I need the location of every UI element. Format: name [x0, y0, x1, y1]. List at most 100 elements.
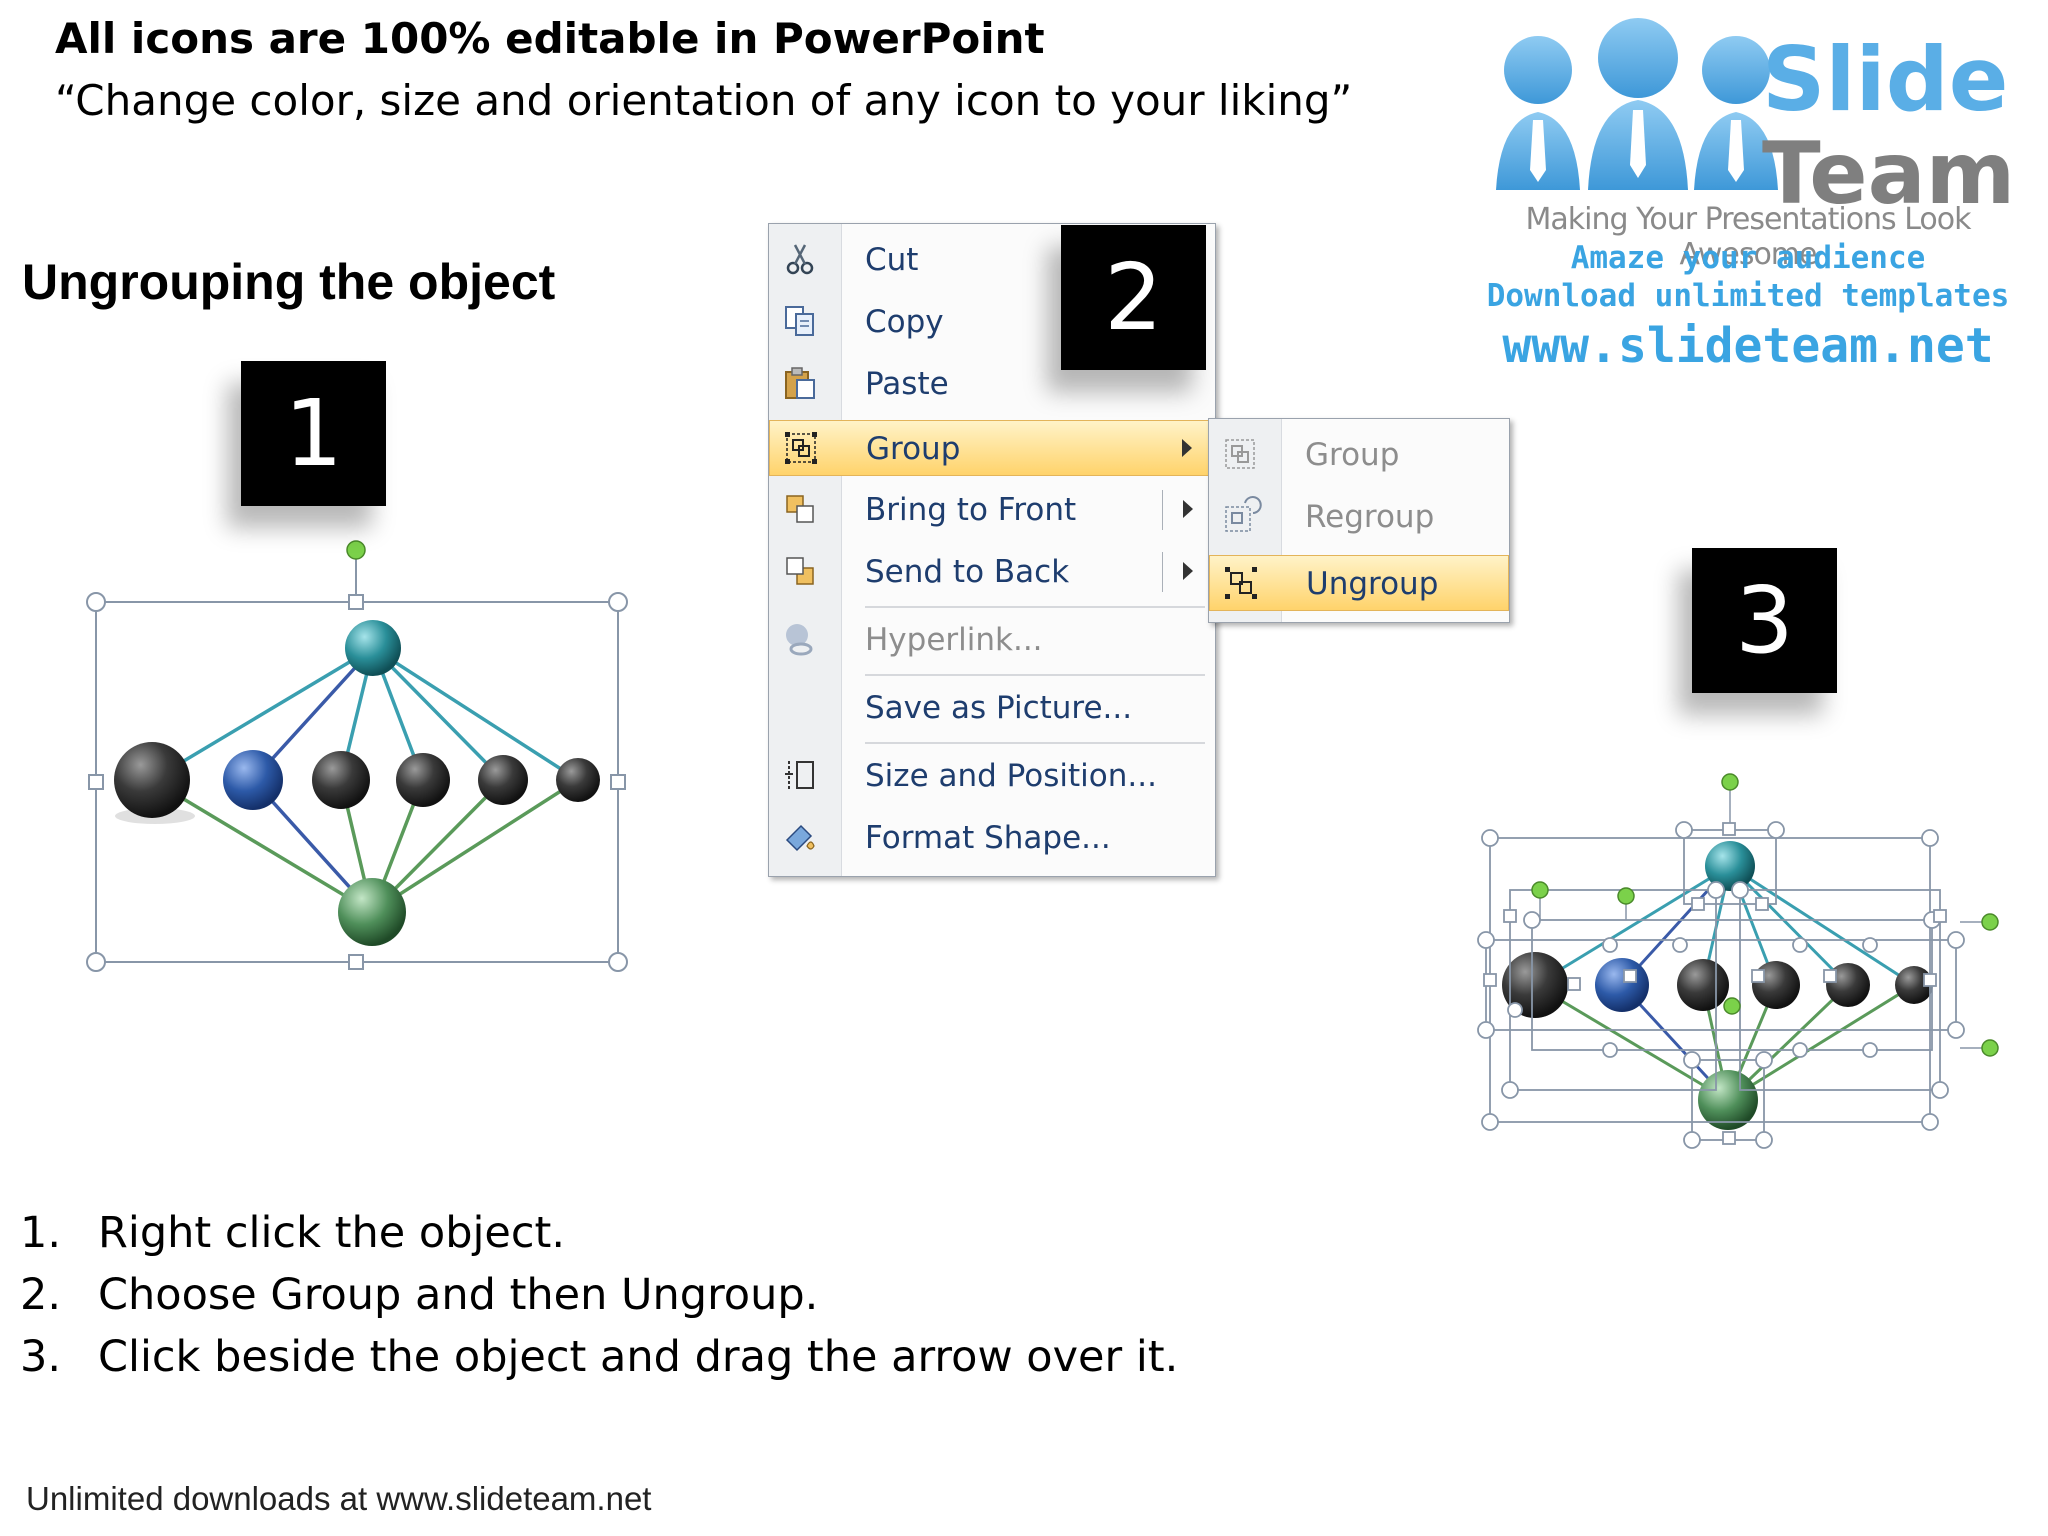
resize-handle[interactable]: [608, 952, 628, 972]
instruction-text: Click beside the object and drag the arr…: [98, 1332, 1179, 1382]
node-green-bottom: [1698, 1070, 1758, 1130]
instruction-number: 1.: [20, 1208, 62, 1258]
resize-handle[interactable]: [86, 592, 106, 612]
send-to-back-icon: [786, 557, 814, 585]
menu-separator: [865, 606, 1205, 608]
format-shape-icon: [785, 824, 815, 852]
menu-item-label: Cut: [865, 242, 919, 278]
menu-item-label: Paste: [865, 366, 949, 402]
menu-split-divider: [1162, 552, 1163, 592]
copy-icon: [785, 306, 814, 336]
instruction-text: Choose Group and then Ungroup.: [98, 1270, 819, 1320]
instruction-number: 2.: [20, 1270, 62, 1320]
menu-item-save-as-picture[interactable]: Save as Picture...: [769, 680, 1215, 736]
header-subtitle: “Change color, size and orientation of a…: [55, 76, 1353, 125]
node-dark: [478, 755, 528, 805]
resize-handle[interactable]: [88, 774, 104, 790]
connector-line: [1728, 864, 1850, 987]
menu-item-label: Size and Position...: [865, 758, 1157, 794]
section-title: Ungrouping the object: [22, 254, 556, 310]
group-icon: [785, 432, 817, 464]
scissors-icon: [786, 244, 814, 275]
header-title: All icons are 100% editable in PowerPoin…: [55, 14, 1045, 63]
menu-split-divider: [1162, 490, 1163, 530]
menu-item-hyperlink[interactable]: Hyperlink...: [769, 612, 1215, 668]
submenu-item-regroup[interactable]: Regroup: [1209, 489, 1509, 545]
menu-item-group[interactable]: Group: [769, 420, 1215, 476]
submenu-item-group[interactable]: Group: [1209, 427, 1509, 483]
logo-promo-line-1: Amaze your audience: [1570, 240, 1926, 276]
menu-item-label: Ungroup: [1306, 566, 1439, 602]
resize-handle[interactable]: [86, 952, 106, 972]
connector-line: [371, 646, 505, 782]
menu-item-label: Group: [866, 431, 961, 467]
resize-handle[interactable]: [348, 594, 364, 610]
connector-line: [372, 646, 579, 782]
node-teal-top: [345, 620, 401, 676]
logo-word-slide: Slide: [1762, 28, 2009, 131]
node-blue: [223, 750, 283, 810]
menu-item-copy[interactable]: Copy: [769, 294, 1215, 350]
resize-handles[interactable]: [1477, 821, 1965, 1149]
node-green-bottom: [338, 878, 406, 946]
menu-item-label: Format Shape...: [865, 820, 1111, 856]
grouped-object-diagram[interactable]: [80, 540, 640, 972]
menu-item-label: Group: [1305, 437, 1400, 473]
menu-item-label: Copy: [865, 304, 944, 340]
submenu-arrow-icon[interactable]: [1183, 500, 1193, 518]
rotation-handles[interactable]: [1531, 773, 1999, 1057]
menu-separator: [865, 742, 1205, 744]
bring-to-front-icon: [786, 495, 814, 523]
group-submenu[interactable]: Group Regroup Ungroup: [1208, 418, 1510, 623]
connector-line: [1729, 864, 1915, 987]
logo-tagline: Making Your Presentations Look Awesome: [1525, 202, 1972, 272]
node-dark: [1826, 963, 1870, 1007]
menu-item-send-to-back[interactable]: Send to Back: [769, 544, 1215, 600]
connector-line: [371, 778, 579, 914]
resize-handle[interactable]: [610, 774, 626, 790]
menu-separator: [865, 674, 1205, 676]
regroup-icon: [1225, 496, 1262, 532]
footer-text: Unlimited downloads at www.slideteam.net: [26, 1480, 652, 1517]
connector-line: [1534, 864, 1731, 987]
group-icon: [1225, 439, 1255, 469]
connector-line: [151, 646, 374, 782]
submenu-arrow-icon: [1182, 439, 1192, 457]
size-position-icon: [785, 761, 814, 789]
menu-item-bring-to-front[interactable]: Bring to Front: [769, 482, 1215, 538]
menu-item-label: Send to Back: [865, 554, 1070, 590]
menu-item-paste[interactable]: Paste: [769, 356, 1215, 412]
node-dark-large: [114, 742, 190, 818]
logo-promo-line-2: Download unlimited templates: [1486, 278, 2010, 314]
instruction-number: 3.: [20, 1332, 62, 1382]
submenu-arrow-icon[interactable]: [1183, 562, 1193, 580]
resize-handle[interactable]: [608, 592, 628, 612]
menu-item-cut[interactable]: Cut: [769, 232, 1215, 288]
node-dark-small: [556, 758, 600, 802]
menu-item-label: Save as Picture...: [865, 690, 1133, 726]
logo-word-team: Team: [1762, 124, 2016, 224]
connector-line: [1534, 983, 1729, 1102]
ungrouped-object-diagram[interactable]: [1470, 770, 2010, 1170]
people-logo-icon: [1496, 18, 1778, 190]
step-badge-2: 2: [1061, 225, 1206, 370]
connector-line: [151, 778, 373, 914]
step-badge-3: 3: [1692, 548, 1837, 693]
selection-frame[interactable]: [86, 540, 628, 972]
connector-line: [1727, 983, 1915, 1102]
ungroup-icon: [1225, 567, 1257, 599]
submenu-item-ungroup[interactable]: Ungroup: [1209, 555, 1509, 611]
menu-item-label: Bring to Front: [865, 492, 1077, 528]
paste-icon: [785, 367, 815, 399]
rotation-handle[interactable]: [346, 540, 366, 560]
menu-item-size-and-position[interactable]: Size and Position...: [769, 748, 1215, 804]
node-dark: [312, 751, 370, 809]
node-blue: [1595, 958, 1649, 1012]
menu-item-format-shape[interactable]: Format Shape...: [769, 810, 1215, 866]
node-dark: [396, 753, 450, 807]
node-dark: [1752, 961, 1800, 1009]
resize-handle[interactable]: [348, 954, 364, 970]
menu-item-label: Hyperlink...: [865, 622, 1043, 658]
menu-item-label: Regroup: [1305, 499, 1435, 535]
logo-url[interactable]: www.slideteam.net: [1502, 318, 1994, 374]
